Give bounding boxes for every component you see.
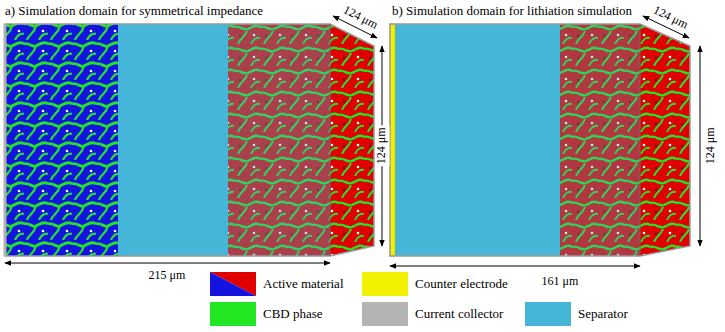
electrode-side-face bbox=[640, 24, 690, 256]
symmetric-domain bbox=[5, 24, 374, 256]
box-edge bbox=[330, 24, 331, 256]
current-collector-outline bbox=[5, 24, 374, 256]
red-electrode bbox=[560, 24, 640, 256]
legend-text: Counter electrode bbox=[415, 277, 508, 292]
legend-text: Separator bbox=[578, 307, 628, 322]
legend-swatch bbox=[362, 272, 408, 296]
current-collector-outline bbox=[390, 24, 690, 256]
legend-swatch bbox=[210, 272, 256, 296]
length-arrow bbox=[390, 266, 640, 267]
blue-half bbox=[210, 272, 256, 296]
legend-swatch bbox=[210, 302, 256, 326]
red-half bbox=[210, 272, 256, 296]
separator-block bbox=[118, 24, 228, 256]
blue-electrode bbox=[5, 24, 118, 256]
separator-overlay bbox=[228, 24, 330, 256]
split-swatch bbox=[210, 272, 256, 296]
panel-title: a) Simulation domain for symmetrical imp… bbox=[5, 4, 263, 19]
dimension-label: 215 μm bbox=[147, 269, 188, 283]
red-electrode bbox=[228, 24, 330, 256]
dimension-label: 124 μm bbox=[704, 126, 718, 167]
electrode-side-face bbox=[330, 24, 374, 256]
legend-swatch bbox=[525, 302, 571, 326]
legend-swatch bbox=[362, 302, 408, 326]
length-arrow bbox=[5, 263, 330, 264]
separator-overlay bbox=[560, 24, 640, 256]
height-arrow bbox=[700, 46, 701, 246]
separator-block bbox=[395, 24, 560, 256]
panel-title: b) Simulation domain for lithiation simu… bbox=[392, 4, 632, 19]
legend-text: CBD phase bbox=[263, 307, 323, 322]
dimension-label: 161 μm bbox=[540, 275, 581, 289]
legend-text: Active material bbox=[263, 277, 344, 292]
current-collector bbox=[4, 24, 7, 256]
dimension-label: 124 μm bbox=[375, 126, 389, 167]
box-edge bbox=[640, 24, 641, 256]
lithiation-domain bbox=[390, 24, 690, 256]
dimension-label: 124 μm bbox=[339, 2, 382, 33]
dimension-arrows bbox=[5, 16, 700, 266]
legend-text: Current collector bbox=[415, 307, 503, 322]
